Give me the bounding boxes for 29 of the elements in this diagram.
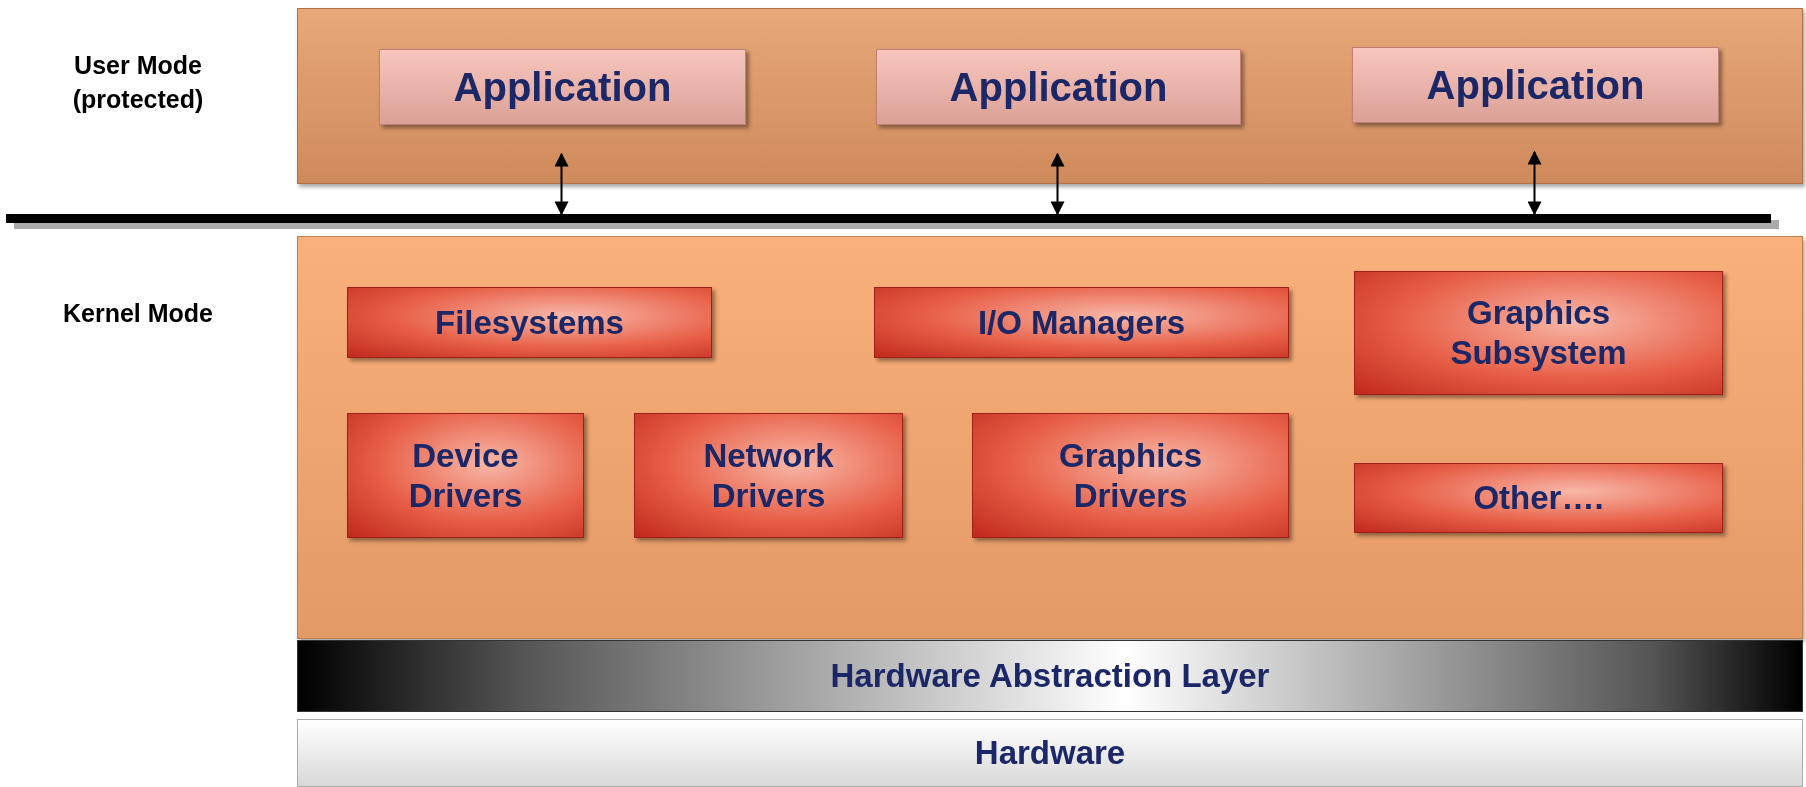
box-label: Other…. [1473,478,1604,518]
box-label: Application [1426,62,1645,109]
box-label: Filesystems [435,302,624,343]
box-label: I/O Managers [977,302,1186,343]
mode-label: User Mode (protected) [71,50,205,115]
layer-box [297,719,1803,787]
layer-box [347,413,584,538]
box-label: Application [949,64,1168,111]
application-box [876,49,1241,125]
application-box [1352,47,1719,123]
box-label: Graphics Drivers [1057,435,1204,516]
layer-box [1354,463,1723,533]
layer-box [1354,271,1723,395]
double-arrow [1050,152,1065,216]
box-label: Hardware Abstraction Layer [830,656,1270,696]
mode-label: Kernel Mode [62,298,214,329]
double-arrow [554,152,569,216]
box-label: Application [453,64,672,111]
layer-box [634,413,903,538]
box-label: Hardware [974,733,1126,773]
box-label: Network Drivers [702,435,835,516]
box-label: Graphics Subsystem [1449,293,1628,373]
layer-box [972,413,1289,538]
box-label: Device Drivers [407,435,524,516]
double-arrow [1527,150,1542,216]
application-box [379,49,746,125]
layer-box [874,287,1289,358]
layer-box [297,640,1803,712]
layer-box [347,287,712,358]
